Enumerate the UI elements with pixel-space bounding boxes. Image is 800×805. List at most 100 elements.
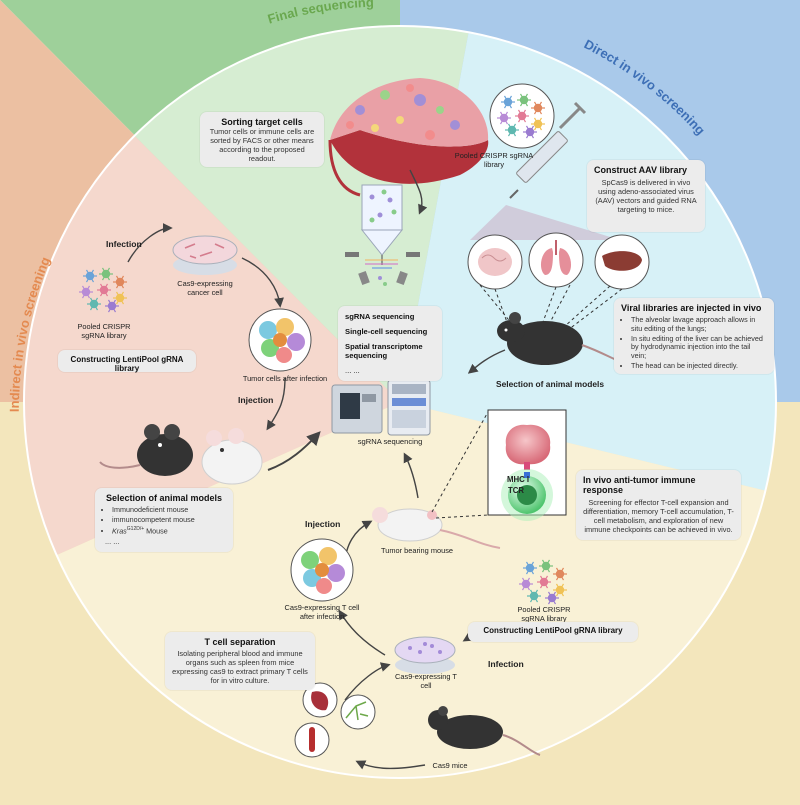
models-ellipsis: ... ...	[105, 536, 120, 546]
viral-libraries-box: Viral libraries are injected in vivo The…	[614, 298, 774, 374]
direct-library-label: Pooled CRISPR sgRNA library	[454, 151, 534, 169]
immune-title: In vivo anti-tumor immune response	[583, 475, 696, 495]
tumor-mouse-label: Tumor bearing mouse	[380, 546, 454, 555]
brain-icon	[467, 234, 523, 290]
kras-base: Kras	[112, 525, 127, 535]
viral-item: The alveolar lavage approach allows in s…	[631, 315, 767, 334]
virus-particle-icon	[517, 93, 531, 107]
models-title: Selection of animal models	[105, 493, 223, 503]
cas9-cancer-cell-label: Cas9-expressing cancer cell	[177, 279, 233, 297]
tumor-cell-inset-icon	[505, 424, 551, 470]
white-mouse-indirect	[201, 428, 263, 485]
sequencer-machines-icon	[331, 379, 431, 436]
construct-aav-box: Construct AAV library SpCas9 is delivere…	[587, 160, 705, 232]
models-list: Immunodeficient mouse immunocompetent mo…	[102, 505, 226, 536]
tcell-dish-label: Cas9-expressing T cell	[395, 672, 457, 690]
virus-particle-icon	[97, 283, 111, 297]
virus-particle-icon	[519, 577, 533, 591]
virus-library-indirect	[79, 267, 127, 313]
cas9-mouse	[428, 706, 541, 756]
virus-particle-icon	[523, 561, 537, 575]
spleen-icon	[302, 682, 338, 718]
arrow-cell-to-tumor	[241, 257, 284, 308]
arrow-vessel-to-sorter	[409, 169, 428, 215]
indirect-injection-label: Injection	[238, 395, 274, 405]
arrow-mouse-to-sequencing	[467, 349, 506, 374]
virus-particle-icon	[531, 101, 545, 115]
viral-item: The head can be injected directly.	[631, 361, 767, 371]
tumor-after-infection-label: Tumor cells after infection	[242, 374, 328, 383]
kras-sup: G12D/+	[126, 525, 145, 532]
aav-title: Construct AAV library	[594, 165, 688, 175]
virus-particle-icon	[105, 299, 119, 313]
virus-particle-icon	[515, 109, 529, 123]
indirect-screening-sector	[24, 135, 401, 555]
arrow-tumor-to-mice	[266, 377, 286, 431]
virus-particle-icon	[523, 125, 537, 139]
direct-screening-sector	[400, 32, 776, 491]
model-item-kras: KrasG12D/+ Mouse	[112, 526, 226, 536]
tcell-library-label: Pooled CRISPR sgRNA library	[517, 605, 571, 623]
tcell-injection-label: Injection	[305, 519, 341, 529]
arrow-mouse-to-organs	[355, 760, 426, 770]
cas9-mice-label: Cas9 mice	[432, 761, 468, 770]
tumor-bearing-mouse	[372, 507, 501, 549]
virus-particle-icon	[497, 111, 511, 125]
virus-particle-icon	[79, 285, 93, 299]
virus-particle-icon	[99, 267, 113, 281]
virus-particle-icon	[113, 275, 127, 289]
petri-dish-tcell-icon	[394, 636, 456, 674]
t-cell-inset-icon	[501, 469, 553, 521]
blood-vessel-icon	[328, 78, 489, 197]
seq-item: sgRNA sequencing	[345, 312, 415, 321]
model-item: immunocompetent mouse	[112, 515, 226, 525]
virus-particle-icon	[505, 123, 519, 137]
virus-particle-icon	[553, 583, 567, 597]
arrow-library-to-cell	[127, 223, 173, 263]
seq-item: Single-cell sequencing	[345, 327, 428, 336]
virus-particle-icon	[531, 117, 545, 131]
virus-particle-icon	[83, 269, 97, 283]
arrow-tumor-mouse-to-sequencing	[403, 452, 419, 499]
virus-particle-icon	[113, 291, 127, 305]
tcell-constructing-text: Constructing LentiPool gRNA library	[483, 626, 623, 635]
virus-particle-icon	[527, 589, 541, 603]
aav-text: SpCas9 is delivered in vivo using adeno-…	[595, 178, 697, 215]
virus-particle-icon	[539, 559, 553, 573]
sorting-title: Sorting target cells	[221, 117, 303, 127]
virus-particle-icon	[537, 575, 551, 589]
viral-title: Viral libraries are injected in vivo	[621, 303, 762, 313]
indirect-library-label: Pooled CRISPR sgRNA library	[77, 322, 131, 340]
tcr-label: TCR	[508, 486, 525, 495]
animal-models-box: Selection of animal models Immunodeficie…	[95, 488, 233, 552]
lungs-icon	[528, 232, 584, 288]
petri-dish-cancer-icon	[172, 235, 238, 275]
tcell-separation-box: T cell separation Isolating peripheral b…	[165, 632, 315, 690]
inset-pointer-lines	[431, 411, 489, 519]
arrow-organs-to-dish	[344, 662, 391, 701]
virus-particle-icon	[87, 297, 101, 311]
arrow-mice-to-sequencing	[267, 431, 321, 471]
tcell-after-label: Cas9-expressing T cell after infection	[284, 603, 360, 621]
model-item: Immunodeficient mouse	[112, 505, 226, 515]
kras-suffix: Mouse	[144, 525, 168, 535]
injection-cone	[470, 205, 620, 240]
tumor-cells-infected-icon	[248, 308, 312, 372]
black-mouse-indirect	[99, 424, 193, 476]
ring-divider	[23, 25, 777, 779]
direct-selection-label: Selection of animal models	[496, 379, 604, 389]
indirect-infection-label: Infection	[106, 239, 142, 249]
blood-tube-icon	[294, 722, 330, 758]
liver-icon	[594, 234, 650, 290]
virus-library-direct	[489, 83, 555, 149]
facs-sorter-icon	[345, 184, 420, 286]
syringe-icon	[509, 101, 587, 199]
mhc-label: MHC I	[507, 475, 530, 484]
tsep-title: T cell separation	[204, 637, 276, 647]
viral-items-list: The alveolar lavage approach allows in s…	[621, 315, 767, 371]
arrow-dish-to-tcells	[338, 609, 386, 656]
immune-response-box: In vivo anti-tumor immune response Scree…	[576, 470, 741, 540]
lymph-vessel-icon	[340, 694, 376, 730]
virus-particle-icon	[545, 591, 559, 605]
virus-particle-icon	[553, 567, 567, 581]
